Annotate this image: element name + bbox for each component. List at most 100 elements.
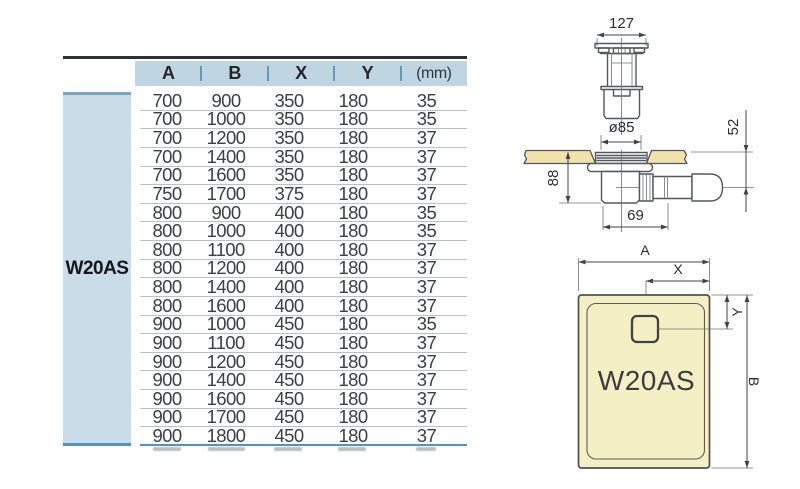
tray-board-right (645, 149, 688, 165)
table-top-rule (63, 56, 467, 59)
table-cell: 350 (274, 127, 304, 149)
table-cell: 400 (274, 276, 304, 298)
table-cell: 37 (416, 276, 437, 298)
dim-x-label: X (673, 261, 683, 277)
table-cell: 350 (274, 108, 304, 130)
table-cell: 450 (274, 331, 304, 353)
table-cell: 1400 (206, 145, 246, 167)
table-cell: 1200 (206, 127, 246, 149)
table-cell: 350 (274, 164, 304, 186)
col-header-mm: (mm) (416, 64, 452, 82)
drain-fitting-drawing: 127 ø85 (523, 15, 754, 232)
dim-y-label: Y (729, 307, 745, 317)
table-cell: 450 (274, 424, 304, 446)
table-cell: 180 (338, 331, 368, 353)
tray-board-left (523, 149, 597, 165)
table-cell: 900 (152, 369, 182, 391)
table-cell: 37 (416, 164, 437, 186)
table-cell: 180 (338, 89, 368, 111)
table-cell: 37 (416, 145, 437, 167)
table-cell: 400 (274, 294, 304, 316)
table-cell: 700 (152, 108, 182, 130)
col-header-y: Y (361, 63, 374, 83)
table-cell: 900 (211, 201, 241, 223)
table-cell: 375 (274, 182, 304, 204)
table-cell: 1100 (207, 238, 245, 260)
table-cell: 800 (152, 238, 182, 260)
table-cell: 180 (338, 406, 368, 428)
table-cell: 350 (274, 89, 304, 111)
table-cell: 1800 (206, 424, 246, 446)
truncated-row-hint (140, 447, 467, 452)
table-cell: 35 (416, 201, 437, 223)
table-cell: 1200 (206, 257, 246, 279)
table-cell: 900 (152, 313, 182, 335)
table-cell: 1200 (206, 350, 246, 372)
col-header-b: B (228, 63, 241, 83)
table-cell: 800 (152, 257, 182, 279)
table-cell: 180 (338, 424, 368, 446)
table-cell: 180 (338, 145, 368, 167)
table-cell: 180 (338, 350, 368, 372)
table-cell: 180 (338, 108, 368, 130)
header-divider (399, 66, 402, 81)
table-cell: 900 (152, 387, 182, 409)
model-label-cell: W20AS (63, 92, 131, 446)
table-cell: 37 (416, 387, 437, 409)
table-cell: 1700 (206, 182, 246, 204)
dim-85-label: ø85 (609, 119, 635, 136)
table-cell: 800 (152, 276, 182, 298)
table-cell: 37 (416, 294, 437, 316)
table-cell: 700 (152, 89, 182, 111)
table-cell: 1000 (206, 313, 246, 335)
table-cell: 180 (338, 238, 368, 260)
table-cell: 37 (416, 331, 437, 353)
drain-square (630, 314, 660, 344)
table-cell: 37 (416, 182, 437, 204)
table-cell: 1000 (206, 220, 246, 242)
table-cell: 400 (274, 220, 304, 242)
table-cell: 180 (338, 294, 368, 316)
table-cell: 1700 (206, 406, 246, 428)
table-cell: 180 (338, 257, 368, 279)
table-cell: 900 (152, 406, 182, 428)
model-label: W20AS (65, 258, 129, 279)
table-cell: 1600 (206, 164, 246, 186)
tray-inner-outline (586, 302, 706, 460)
table-cell: 37 (416, 350, 437, 372)
table-header: A B X Y (mm) (135, 61, 467, 86)
table-cell: 180 (338, 313, 368, 335)
table-cell: 900 (152, 350, 182, 372)
dim-88-label: 88 (545, 170, 562, 187)
table-cell: 400 (274, 201, 304, 223)
tray-top-view-drawing: A X W20AS Y B (577, 242, 762, 469)
dim-b-label: B (746, 377, 762, 386)
table-cell: 800 (152, 220, 182, 242)
tray-model-label: W20AS (598, 365, 695, 396)
dim-127-label: 127 (609, 15, 634, 32)
table-cell: 37 (416, 127, 437, 149)
table-cell: 750 (152, 182, 182, 204)
table-cell: 180 (338, 276, 368, 298)
header-divider (200, 66, 203, 81)
table-cell: 35 (416, 220, 437, 242)
table-cell: 800 (152, 294, 182, 316)
table-cell: 800 (152, 201, 182, 223)
table-cell: 180 (338, 164, 368, 186)
table-cell: 1600 (206, 387, 246, 409)
table-cell: 400 (274, 238, 304, 260)
table-cell: 180 (338, 387, 368, 409)
outlet-pipe (691, 173, 724, 202)
